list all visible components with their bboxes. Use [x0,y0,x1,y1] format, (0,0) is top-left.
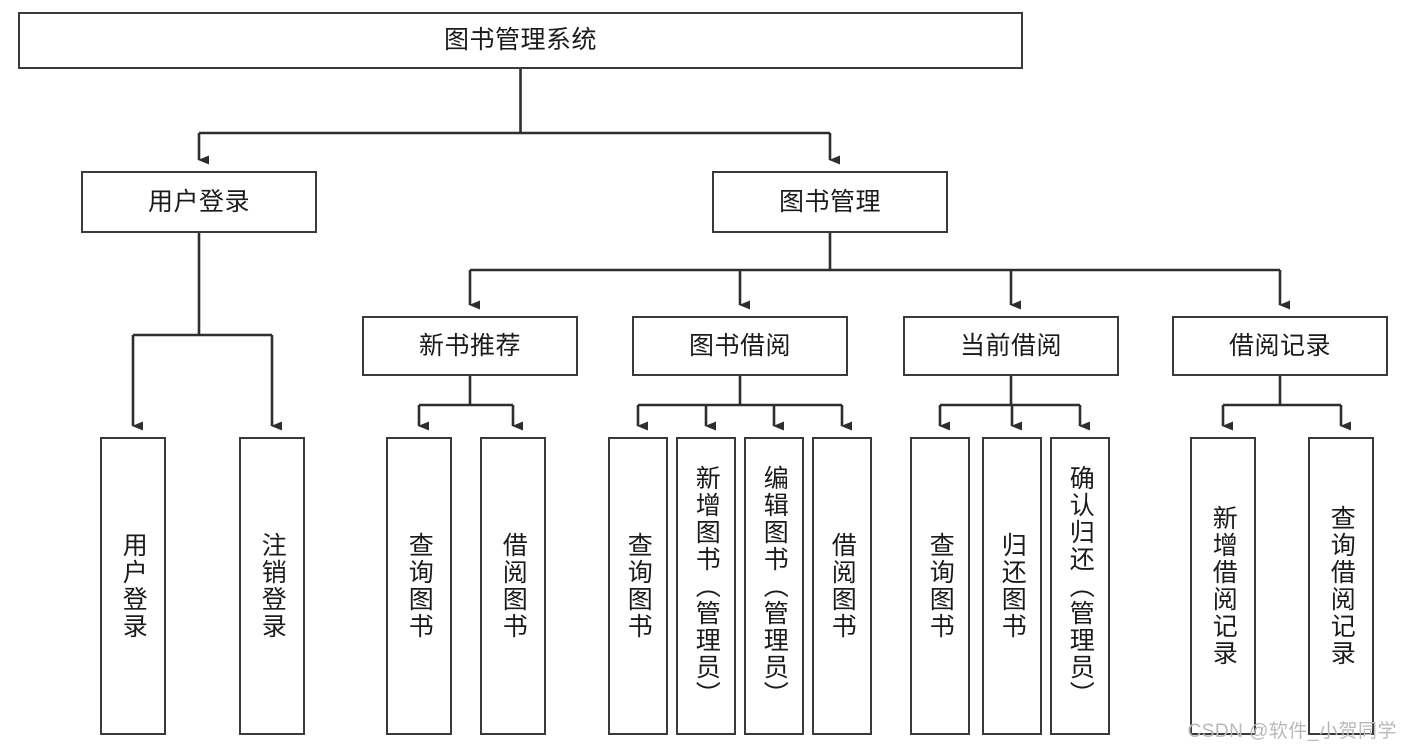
node-leaf-query-book-3[interactable]: 查询图书 [910,437,970,735]
node-root[interactable]: 图书管理系统 [18,12,1023,69]
node-label: 注销登录 [258,532,287,640]
node-label: 查询图书 [926,532,955,640]
node-label: 新书推荐 [418,331,521,360]
node-leaf-add-record[interactable]: 新增借阅记录 [1190,437,1256,735]
node-borrow-record[interactable]: 借阅记录 [1172,316,1388,376]
node-label: 当前借阅 [959,331,1062,360]
node-label: 编辑图书（管理员） [760,464,789,708]
node-label: 借阅图书 [499,532,528,640]
node-label: 新增借阅记录 [1209,505,1238,667]
node-current-borrow[interactable]: 当前借阅 [903,316,1119,376]
node-leaf-borrow-book-2[interactable]: 借阅图书 [812,437,872,735]
node-label: 借阅图书 [828,532,857,640]
node-new-book-rec[interactable]: 新书推荐 [362,316,578,376]
node-leaf-query-book-2[interactable]: 查询图书 [608,437,668,735]
node-label: 查询图书 [624,532,653,640]
node-leaf-query-book-1[interactable]: 查询图书 [386,437,452,735]
node-book-manage[interactable]: 图书管理 [712,171,948,233]
node-label: 图书借阅 [688,331,791,360]
node-leaf-query-record[interactable]: 查询借阅记录 [1308,437,1374,735]
node-label: 归还图书 [998,532,1027,640]
node-label: 新增图书（管理员） [692,464,721,708]
node-leaf-logout[interactable]: 注销登录 [239,437,305,735]
node-label: 图书管理系统 [443,26,597,55]
node-label: 用户登录 [147,187,250,216]
node-leaf-confirm-return[interactable]: 确认归还（管理员） [1050,437,1110,735]
node-leaf-return-book[interactable]: 归还图书 [982,437,1042,735]
watermark: CSDN @软件_小贺同学 [1187,721,1397,742]
node-leaf-add-book[interactable]: 新增图书（管理员） [676,437,736,735]
node-label: 借阅记录 [1228,331,1331,360]
node-label: 确认归还（管理员） [1066,464,1095,708]
node-leaf-user-login[interactable]: 用户登录 [100,437,166,735]
node-book-borrow[interactable]: 图书借阅 [632,316,848,376]
node-leaf-edit-book[interactable]: 编辑图书（管理员） [744,437,804,735]
node-label: 查询借阅记录 [1327,505,1356,667]
node-leaf-borrow-book-1[interactable]: 借阅图书 [480,437,546,735]
node-label: 图书管理 [778,187,881,216]
node-user-login[interactable]: 用户登录 [81,171,317,233]
node-label: 用户登录 [119,532,148,640]
node-label: 查询图书 [405,532,434,640]
